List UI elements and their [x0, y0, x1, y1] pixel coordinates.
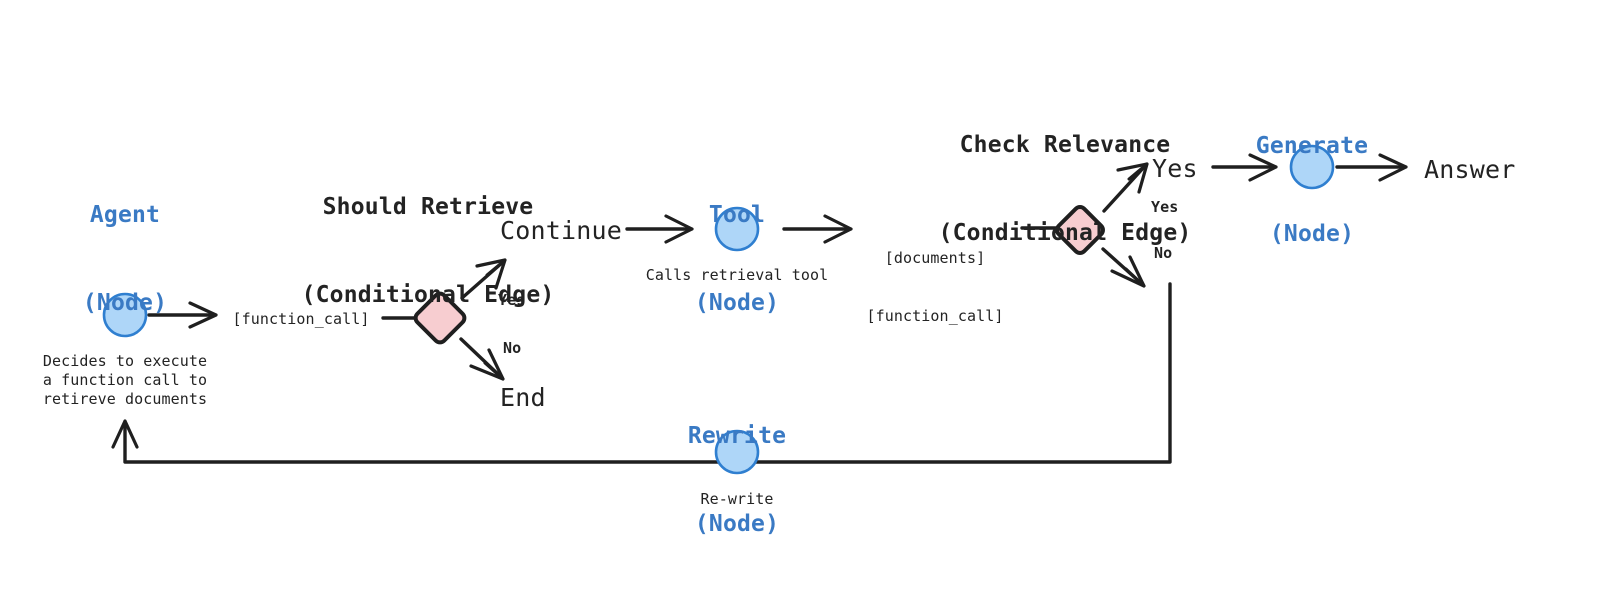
arrowhead-decision2-yes-b	[1127, 162, 1149, 181]
node-caption-rewrite: Re-write	[700, 490, 774, 508]
node-label-tool-line2: (Node)	[694, 290, 780, 317]
node-label-rewrite: Rewrite (Node)	[688, 363, 786, 589]
edge-input-check-relevance-line1: [documents]	[884, 249, 986, 268]
decision-should-retrieve	[413, 291, 467, 345]
edge-input-should-retrieve: [function_call]	[232, 310, 370, 328]
branch-label-should-retrieve-no: No	[503, 339, 522, 357]
node-label-generate-line2: (Node)	[1269, 221, 1355, 248]
node-label-generate-line1: Generate	[1255, 132, 1369, 159]
edge-feedback-loop	[123, 282, 1172, 464]
node-label-rewrite-line2: (Node)	[694, 511, 780, 538]
node-label-tool: Tool (Node)	[695, 142, 779, 378]
edge-label-should-retrieve: Should Retrieve (Conditional Edge)	[302, 134, 555, 370]
node-label-tool-line1: Tool	[708, 201, 766, 228]
node-label-generate: Generate (Node)	[1256, 73, 1368, 309]
node-caption-tool: Calls retrieval tool	[645, 266, 829, 284]
edge-label-should-retrieve-line1: Should Retrieve	[322, 193, 534, 220]
node-label-agent-line1: Agent	[89, 201, 161, 228]
node-circle-agent	[102, 292, 148, 338]
node-circle-generate	[1289, 144, 1335, 190]
edge-label-check-relevance: Check Relevance (Conditional Edge)	[939, 72, 1192, 308]
node-caption-agent: Decides to execute a function call to re…	[42, 352, 208, 409]
edge-decision2-yes	[1102, 164, 1147, 213]
target-end: End	[500, 383, 546, 412]
branch-label-check-relevance-yes: Yes	[1151, 198, 1179, 216]
arrowhead-decision1-yes-b	[485, 258, 507, 277]
edge-label-check-relevance-line2: (Conditional Edge)	[938, 220, 1192, 247]
node-circle-rewrite	[714, 429, 760, 475]
branch-label-check-relevance-no: No	[1154, 244, 1173, 262]
arrowhead-decision2-no-b	[1124, 267, 1146, 288]
edge-input-check-relevance-line2: [function_call]	[866, 306, 1004, 325]
decision-check-relevance	[1055, 205, 1105, 255]
target-continue: Continue	[500, 216, 623, 245]
node-label-rewrite-line1: Rewrite	[687, 422, 787, 449]
node-label-agent: Agent (Node)	[83, 142, 167, 378]
node-circle-tool	[714, 206, 760, 252]
arrowhead-decision1-no-b	[483, 361, 505, 381]
target-yes: Yes	[1152, 154, 1198, 183]
edge-input-check-relevance: [documents] [function_call]	[867, 211, 1004, 365]
edge-label-check-relevance-line1: Check Relevance	[959, 131, 1171, 158]
node-label-agent-line2: (Node)	[82, 290, 168, 317]
terminal-answer: Answer	[1424, 155, 1516, 184]
edge-label-should-retrieve-line2: (Conditional Edge)	[301, 282, 555, 309]
branch-label-should-retrieve-yes: Yes	[498, 291, 526, 309]
